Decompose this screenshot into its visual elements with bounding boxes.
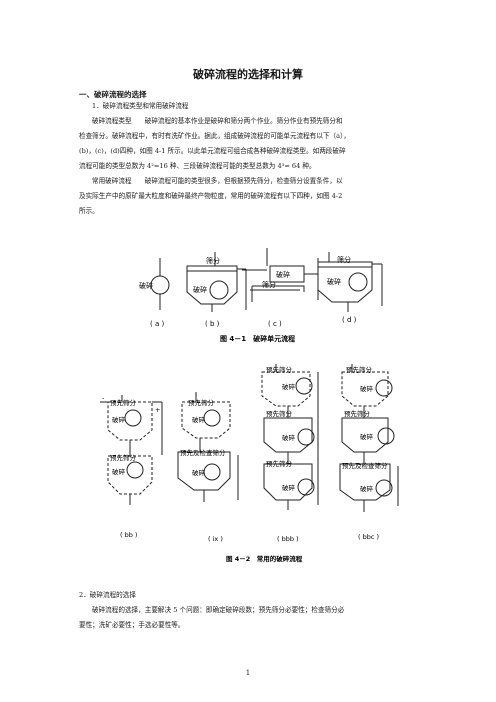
subheading-1: 1．破碎流程类型和常用破碎流程 [92, 102, 189, 110]
fig1-a-crush: 破碎 [139, 281, 153, 290]
fig2-bbc-pre1: 预先筛分 [346, 365, 373, 374]
fig2-bb-pre1: 预先筛分 [110, 398, 137, 407]
page-title: 破碎流程的选择和计算 [193, 68, 303, 81]
fig1-sub-a: ( a ) [150, 320, 164, 328]
paragraph-1: 1．破碎流程类型和常用破碎流程 破碎流程类型 破碎流程的基本作业是破碎和筛分两个… [79, 99, 419, 219]
fig2-bbc-crush2: 破碎 [360, 432, 374, 441]
para3-line2: 要性；洗矿必要性；手选必要性等。 [79, 621, 185, 629]
fig2-bbb-pre1: 预先筛分 [266, 365, 293, 374]
fig1-b-screen: 筛分 [206, 256, 220, 265]
section-heading-1: 一、破碎流程的选择 [79, 90, 147, 99]
fig2-ix-crush2: 破碎 [192, 468, 206, 477]
fig2-sub-bbb: ( bbb ) [277, 535, 299, 543]
fig1-caption: 图 4－1 破碎单元流程 [220, 334, 295, 343]
para3-line1: 破碎流程的选择，主要解决 5 个问题：即确定破碎段数；预先筛分必要性；检查筛分必 [92, 606, 345, 614]
fig2-bb-pre2: 预先筛分 [110, 453, 137, 462]
fig2-bbc-crush3: 破碎 [360, 484, 374, 493]
fig1-c-crush: 破碎 [276, 270, 290, 279]
para1-line3: (b)，(c)，(d)四种，如图 4-1 所示。以此单元流程可组合成各种破碎流程… [79, 147, 346, 155]
fig2-bbc-crush1: 破碎 [360, 384, 374, 393]
para2-line1: 常用破碎流程 破碎流程可能的类型很多，但根据预先筛分，检查筛分设置条件，以 [92, 177, 343, 185]
fig2-minus-1: - [102, 394, 105, 402]
fig1-sub-d: ( d ) [342, 316, 357, 324]
paragraph-3: 2．破碎流程的选择 破碎流程的选择，主要解决 5 个问题：即确定破碎段数；预先筛… [79, 588, 419, 633]
fig2-bbb-pre2: 预先筛分 [266, 409, 293, 418]
fig2-ix-precheck: 预先及检查筛分 [180, 448, 226, 457]
fig1-sub-b: ( b ) [205, 320, 220, 328]
fig2-bbb-crush1: 破碎 [282, 382, 296, 391]
page-number: 1 [245, 669, 251, 677]
para2-line3: 所示。 [79, 207, 99, 215]
fig2-bbc-precheck: 预先及检查筛分 [342, 461, 388, 470]
fig2-ix-pre: 预先筛分 [188, 398, 215, 407]
fig2-bbb-crush2: 破碎 [282, 433, 296, 442]
para1-line4: 流程可能的类型总数为 4²=16 种、三段破碎流程可能的类型总数为 4³= 64… [79, 162, 316, 170]
fig2-bb-crush2: 破碎 [112, 467, 126, 476]
para2-line2: 及实际生产中的原矿最大粒度和破碎最终产物粒度，常用的破碎流程有以下四种，如图 4… [79, 192, 343, 200]
fig2-caption: 图 4－2 常用的破碎流程 [226, 554, 303, 563]
fig2-bbb-crush3: 破碎 [282, 483, 296, 492]
fig2-bb-crush1: 破碎 [112, 415, 126, 424]
fig2-sub-ix: ( ix ) [208, 535, 223, 543]
fig2-sub-bbc: ( bbc ) [358, 533, 379, 541]
fig2-bbb-pre3: 预先筛分 [266, 459, 293, 468]
subheading-2: 2．破碎流程的选择 [79, 591, 136, 599]
figure-4-1: 破碎 筛分 破碎 破碎 筛分 筛分 破碎 ( a ) ( b ) ( c ) (… [139, 248, 383, 343]
fig1-d-screen: 筛分 [337, 255, 351, 264]
fig2-sub-bb: ( bb ) [120, 531, 137, 539]
fig1-b-crush: 破碎 [193, 285, 207, 294]
fig2-bbc-pre2: 预先筛分 [344, 409, 371, 418]
fig1-sub-c: ( c ) [268, 320, 282, 328]
fig1-d-crush: 破碎 [327, 277, 341, 286]
para1-line1: 破碎流程类型 破碎流程的基本作业是破碎和筛分两个作业。筛分作业有预先筛分和 [92, 117, 343, 125]
fig2-ix-crush1: 破碎 [192, 415, 206, 424]
fig1-c-screen: 筛分 [262, 280, 276, 289]
fig2-plus-1: + [155, 406, 160, 414]
para1-line2: 检查筛分。破碎流程中，有时有洗矿作业。据此，组成破碎流程的可能单元流程有以下（a… [79, 132, 350, 140]
